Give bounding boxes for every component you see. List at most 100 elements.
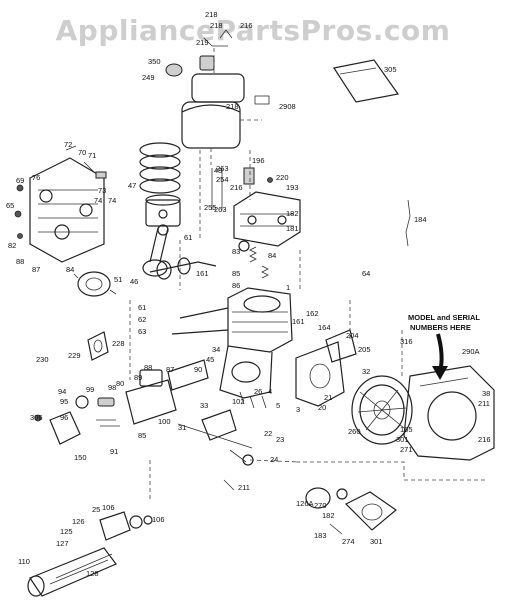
callout-label: 125: [60, 527, 73, 536]
callout-label: 249: [142, 73, 155, 82]
callout-label: 80: [116, 379, 124, 388]
callout-label: 47: [128, 181, 136, 190]
callout-label: 95: [60, 397, 68, 406]
callout-label: 70: [78, 148, 86, 157]
piston: [145, 194, 181, 227]
callout-label: 3: [296, 405, 300, 414]
gasket-228: [87, 331, 109, 361]
callout-label: 182: [286, 209, 299, 218]
connecting-rod: [142, 224, 169, 277]
piston-rings: [139, 142, 181, 194]
callout-label: 86: [232, 281, 240, 290]
camshaft: [149, 257, 217, 280]
callout-label: 46: [130, 277, 138, 286]
callout-label: 216: [240, 21, 253, 30]
cord-184: [405, 199, 411, 247]
callout-label: 22: [264, 429, 272, 438]
callout-label: 229: [68, 351, 81, 360]
starter-assembly: [296, 461, 486, 535]
callout-label: 85: [138, 431, 146, 440]
callout-label: 74: [108, 196, 116, 205]
governor-linkage: [177, 391, 267, 491]
callout-label: 51: [114, 275, 122, 284]
callout-label: 106: [102, 503, 115, 512]
callout-label: 196: [252, 156, 265, 165]
callout-label: 38: [482, 389, 490, 398]
callout-label: 61: [138, 303, 146, 312]
callout-label: 82: [8, 241, 16, 250]
callout-label: 26: [254, 387, 262, 396]
callout-label: 88: [16, 257, 24, 266]
callout-label: 33: [200, 401, 208, 410]
callout-label: 161: [196, 269, 209, 278]
callout-label: 88: [144, 363, 152, 372]
callout-label: 32: [362, 367, 370, 376]
callout-label: 73: [98, 186, 106, 195]
callout-label: 5: [276, 401, 280, 410]
breather-assembly: [211, 167, 301, 247]
callout-label: 87: [166, 365, 174, 374]
callout-label: 45: [206, 355, 214, 364]
callout-label: 150: [74, 453, 87, 462]
model-note-line-1: MODEL and SERIAL: [408, 313, 480, 322]
callout-label: 193: [286, 183, 299, 192]
callout-label: 128: [86, 569, 99, 578]
callout-label: 85: [232, 269, 240, 278]
callout-label: 183: [314, 531, 327, 540]
model-note-line-2: NUMBERS HERE: [410, 323, 471, 332]
callout-label: 91: [110, 447, 118, 456]
cylinder-block: [171, 287, 293, 399]
callout-label: 126A: [296, 499, 314, 508]
callout-label: 216: [230, 183, 243, 192]
callout-label: 301: [396, 435, 409, 444]
callout-label: 290A: [462, 347, 480, 356]
callout-label: 2908: [279, 102, 296, 111]
callout-label: 218: [226, 102, 239, 111]
callout-label: 69: [16, 176, 24, 185]
callout-label: 306: [30, 413, 43, 422]
callout-label: 4: [268, 387, 272, 396]
callout-label: 126: [72, 517, 85, 526]
callout-label: 74: [94, 196, 102, 205]
callout-label: 110: [18, 557, 30, 566]
callout-label: 99: [86, 385, 94, 394]
callout-label: 184: [414, 215, 427, 224]
callout-label: 181: [286, 224, 299, 233]
callout-label: 102: [232, 397, 245, 406]
model-arrow-icon: [432, 333, 448, 380]
callout-label: 263: [216, 164, 229, 173]
air-cleaner-assembly: [165, 29, 270, 165]
callout-label: 90: [194, 365, 202, 374]
callout-label: 127: [56, 539, 69, 548]
callout-labels: 218 218 216 219 350 249 218 2908 305 72 …: [6, 10, 491, 578]
muffler: [27, 511, 153, 597]
callout-label: 63: [138, 327, 146, 336]
valve-springs: [238, 240, 269, 279]
oil-pan-20: [295, 329, 357, 407]
callout-label: 211: [238, 483, 250, 492]
callout-label: 161: [292, 317, 305, 326]
callout-label: 164: [318, 323, 331, 332]
carburetor-assembly: [34, 359, 209, 445]
callout-label: 84: [66, 265, 74, 274]
callout-label: 211: [478, 399, 490, 408]
callout-label: 20: [318, 403, 326, 412]
callout-label: 34: [212, 345, 220, 354]
callout-label: 255: [204, 203, 217, 212]
callout-label: 100: [158, 417, 171, 426]
callout-label: 228: [112, 339, 125, 348]
callout-label: 64: [362, 269, 370, 278]
callout-label: 98: [108, 383, 116, 392]
callout-label: 218: [210, 21, 223, 30]
callout-label: 87: [32, 265, 40, 274]
callout-label: 204: [346, 331, 359, 340]
callout-label: 350: [148, 57, 161, 66]
flywheel: [351, 375, 413, 445]
callout-label: 65: [6, 201, 14, 210]
callout-label: 220: [276, 173, 289, 182]
callout-label: 270: [314, 501, 327, 510]
callout-label: 263: [214, 205, 227, 214]
callout-label: 254: [216, 175, 229, 184]
callout-label: 305: [384, 65, 397, 74]
